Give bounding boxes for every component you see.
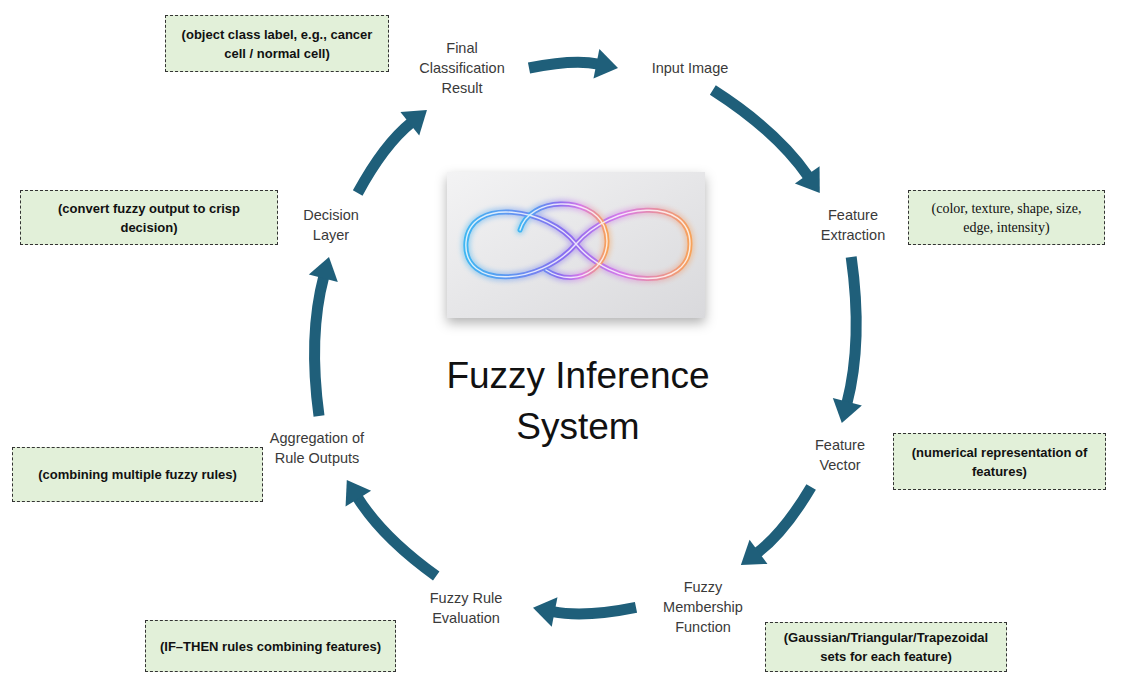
arrow-shaft xyxy=(357,497,436,576)
stage-text: Fuzzy Membership Function xyxy=(663,579,743,635)
flow-arrow xyxy=(309,257,338,416)
arrow-shaft xyxy=(757,487,811,553)
arrow-head xyxy=(309,257,338,282)
stage-label: Feature Vector xyxy=(800,435,880,475)
arrow-head xyxy=(795,166,820,193)
illustration-panel xyxy=(447,172,705,318)
arrow-head xyxy=(833,398,862,423)
diagram-title: Fuzzy Inference System xyxy=(428,350,728,452)
stage-label: Input Image xyxy=(630,58,750,78)
note-text: (combining multiple fuzzy rules) xyxy=(38,465,237,484)
note-box: (object class label, e.g., cancer cell /… xyxy=(165,15,389,72)
infinity-knot xyxy=(466,204,690,279)
stage-label: Final Classification Result xyxy=(407,38,517,98)
stage-label: Aggregation of Rule Outputs xyxy=(262,428,372,468)
note-box: (IF–THEN rules combining features) xyxy=(145,620,396,672)
stage-text: Fuzzy Rule Evaluation xyxy=(430,590,503,626)
stage-text: Feature Vector xyxy=(815,437,865,473)
arrow-shaft xyxy=(358,123,412,193)
flow-arrow xyxy=(833,257,862,423)
note-text: (convert fuzzy output to crisp decision) xyxy=(29,199,269,237)
note-text: (object class label, e.g., cancer cell /… xyxy=(174,25,380,63)
flow-arrow xyxy=(741,487,811,565)
note-box: (combining multiple fuzzy rules) xyxy=(12,447,263,502)
arrow-head xyxy=(741,540,768,565)
stage-text: Input Image xyxy=(652,60,729,76)
stage-label: Fuzzy Membership Function xyxy=(648,577,758,637)
note-box: (color, texture, shape, size, edge, inte… xyxy=(908,190,1105,245)
note-text: (numerical representation of features) xyxy=(902,443,1097,481)
flow-arrow xyxy=(346,480,437,576)
flow-arrow xyxy=(358,110,427,193)
title-text: Fuzzy Inference System xyxy=(446,355,709,447)
arrow-shaft xyxy=(315,276,324,416)
flow-arrow xyxy=(713,90,820,193)
stage-label: Fuzzy Rule Evaluation xyxy=(411,588,521,628)
stage-text: Decision Layer xyxy=(303,207,359,243)
arrow-shaft xyxy=(713,90,809,177)
note-text: (IF–THEN rules combining features) xyxy=(160,637,381,656)
note-box: (Gaussian/Triangular/Trapezoidal sets fo… xyxy=(765,622,1007,672)
arrow-shaft xyxy=(553,607,636,614)
arrow-head xyxy=(593,49,618,78)
flow-arrow xyxy=(533,597,636,626)
stage-text: Final Classification Result xyxy=(419,40,504,96)
note-box: (convert fuzzy output to crisp decision) xyxy=(20,190,278,245)
note-box: (numerical representation of features) xyxy=(893,433,1106,490)
note-text: (color, texture, shape, size, edge, inte… xyxy=(917,199,1096,237)
arrow-head xyxy=(533,597,557,626)
flow-arrow xyxy=(529,49,618,78)
note-text: (Gaussian/Triangular/Trapezoidal sets fo… xyxy=(774,628,998,666)
arrow-head xyxy=(400,110,427,135)
stage-label: Decision Layer xyxy=(291,205,371,245)
arrow-shaft xyxy=(529,62,598,68)
stage-label: Feature Extraction xyxy=(808,205,898,245)
stage-text: Feature Extraction xyxy=(821,207,885,243)
arrow-head xyxy=(346,480,372,507)
stage-text: Aggregation of Rule Outputs xyxy=(270,430,364,466)
arrow-shaft xyxy=(847,257,856,404)
